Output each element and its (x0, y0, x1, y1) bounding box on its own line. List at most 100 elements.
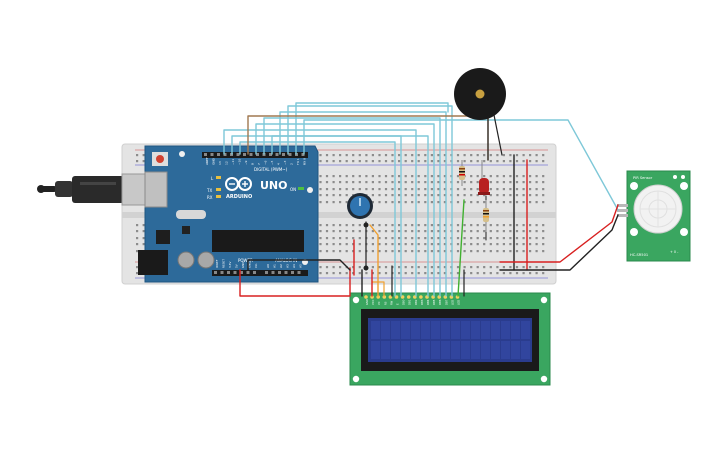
breadboard-hole[interactable] (476, 188, 479, 191)
breadboard-hole[interactable] (470, 272, 473, 275)
breadboard-hole[interactable] (378, 175, 381, 178)
breadboard-hole[interactable] (391, 237, 394, 240)
breadboard-hole[interactable] (483, 266, 486, 269)
digital-pin[interactable] (256, 153, 259, 156)
digital-pin[interactable] (243, 153, 246, 156)
breadboard-hole[interactable] (142, 154, 145, 157)
breadboard-hole[interactable] (430, 250, 433, 253)
breadboard-hole[interactable] (529, 250, 532, 253)
wire-orange[interactable] (369, 224, 379, 297)
breadboard-hole[interactable] (535, 194, 538, 197)
wire-cyan[interactable] (223, 129, 417, 297)
breadboard-hole[interactable] (496, 266, 499, 269)
breadboard-hole[interactable] (437, 272, 440, 275)
breadboard-hole[interactable] (371, 160, 374, 163)
breadboard-hole[interactable] (542, 154, 545, 157)
breadboard-hole[interactable] (535, 224, 538, 227)
breadboard-hole[interactable] (358, 250, 361, 253)
breadboard-hole[interactable] (378, 194, 381, 197)
breadboard-hole[interactable] (463, 237, 466, 240)
breadboard-hole[interactable] (136, 272, 139, 275)
breadboard-hole[interactable] (437, 181, 440, 184)
digital-pin[interactable] (217, 153, 220, 156)
breadboard-hole[interactable] (463, 188, 466, 191)
breadboard-hole[interactable] (502, 243, 505, 246)
breadboard-hole[interactable] (509, 224, 512, 227)
breadboard-hole[interactable] (470, 154, 473, 157)
breadboard-hole[interactable] (325, 224, 329, 227)
breadboard-hole[interactable] (378, 266, 381, 269)
breadboard-hole[interactable] (417, 181, 420, 184)
breadboard-hole[interactable] (489, 243, 492, 246)
breadboard-hole[interactable] (496, 154, 499, 157)
breadboard-hole[interactable] (136, 237, 139, 240)
digital-pin[interactable] (295, 153, 298, 156)
breadboard-hole[interactable] (489, 237, 492, 240)
breadboard-hole[interactable] (142, 224, 145, 227)
lcd-pin[interactable] (370, 295, 374, 299)
power-pin[interactable] (227, 271, 230, 274)
breadboard-hole[interactable] (522, 243, 525, 246)
resistor[interactable] (459, 160, 465, 186)
breadboard-hole[interactable] (483, 272, 486, 275)
breadboard-hole[interactable] (437, 201, 440, 204)
breadboard-hole[interactable] (378, 201, 381, 204)
breadboard-hole[interactable] (417, 237, 420, 240)
breadboard-hole[interactable] (515, 272, 519, 275)
power-pin[interactable] (240, 271, 243, 274)
breadboard-hole[interactable] (358, 272, 361, 275)
breadboard-hole[interactable] (398, 160, 401, 163)
reset-button[interactable] (156, 155, 164, 163)
wire-cyan[interactable] (255, 123, 435, 297)
breadboard-hole[interactable] (522, 230, 525, 233)
breadboard-hole[interactable] (417, 188, 420, 191)
breadboard-hole[interactable] (529, 175, 532, 178)
breadboard-hole[interactable] (345, 237, 348, 240)
breadboard-hole[interactable] (430, 188, 433, 191)
analog-pin[interactable] (291, 271, 294, 274)
breadboard-hole[interactable] (483, 243, 486, 246)
breadboard-hole[interactable] (502, 201, 505, 204)
breadboard-hole[interactable] (502, 230, 505, 233)
breadboard-hole[interactable] (476, 160, 479, 163)
breadboard-hole[interactable] (437, 266, 440, 269)
breadboard-hole[interactable] (476, 194, 479, 197)
breadboard-hole[interactable] (463, 201, 466, 204)
breadboard-hole[interactable] (470, 224, 473, 227)
breadboard-hole[interactable] (443, 154, 446, 157)
breadboard-hole[interactable] (411, 175, 414, 178)
breadboard-hole[interactable] (352, 243, 355, 246)
analog-pin[interactable] (271, 271, 275, 274)
breadboard-hole[interactable] (398, 243, 401, 246)
breadboard-hole[interactable] (411, 154, 414, 157)
breadboard-hole[interactable] (345, 230, 348, 233)
breadboard-hole[interactable] (136, 243, 139, 246)
breadboard-hole[interactable] (515, 181, 519, 184)
breadboard-hole[interactable] (430, 181, 433, 184)
breadboard-hole[interactable] (542, 201, 545, 204)
wire-cyan-pir[interactable] (303, 119, 619, 211)
breadboard-hole[interactable] (358, 237, 361, 240)
breadboard-hole[interactable] (411, 237, 414, 240)
breadboard-hole[interactable] (384, 175, 388, 178)
breadboard-hole[interactable] (352, 250, 355, 253)
breadboard-hole[interactable] (529, 224, 532, 227)
breadboard-hole[interactable] (339, 188, 342, 191)
breadboard-hole[interactable] (529, 272, 532, 275)
breadboard-hole[interactable] (515, 237, 519, 240)
breadboard-hole[interactable] (437, 237, 440, 240)
breadboard-hole[interactable] (529, 266, 532, 269)
digital-pin[interactable] (282, 153, 285, 156)
breadboard-hole[interactable] (443, 201, 446, 204)
breadboard-hole[interactable] (325, 188, 329, 191)
breadboard-hole[interactable] (325, 160, 329, 163)
breadboard-hole[interactable] (535, 237, 538, 240)
breadboard-hole[interactable] (339, 160, 342, 163)
breadboard-hole[interactable] (358, 224, 361, 227)
breadboard-hole[interactable] (535, 188, 538, 191)
power-pin[interactable] (220, 271, 224, 274)
breadboard-hole[interactable] (384, 266, 388, 269)
breadboard-hole[interactable] (404, 175, 407, 178)
breadboard-hole[interactable] (371, 266, 374, 269)
